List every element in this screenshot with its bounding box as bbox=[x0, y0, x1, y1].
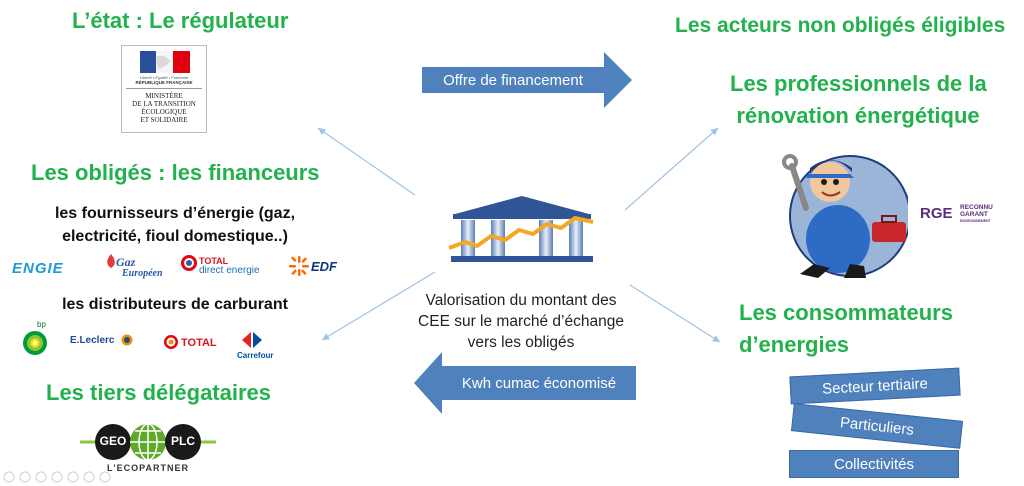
offre-financement-arrow: Offre de financement bbox=[443, 71, 583, 89]
french-flag-icon bbox=[140, 51, 190, 73]
ministere-line: MINISTÈRE bbox=[145, 92, 183, 100]
fournisseurs-line-2: electricité, fioul domestique..) bbox=[62, 228, 288, 245]
box-collectivites: Collectivités bbox=[789, 450, 959, 478]
kwh-cumac-arrow: Kwh cumac économisé bbox=[461, 374, 617, 392]
heading-consommateurs-line-1: Les consommateurs bbox=[739, 300, 953, 325]
engie-logo: ENGIE bbox=[12, 260, 64, 277]
connector-to-tiers bbox=[321, 271, 436, 341]
rge-line-2: GARANT bbox=[960, 211, 988, 218]
ministere-logo: Liberté • Égalité • Fraternité RÉPUBLIQU… bbox=[121, 45, 207, 133]
slide-controls[interactable] bbox=[2, 470, 142, 484]
market-temple-icon bbox=[448, 196, 594, 262]
bp-label: bp bbox=[37, 320, 46, 329]
heading-obliges: Les obligés : les financeurs bbox=[31, 160, 320, 185]
rge-line-3: ENVIRONNEMENT bbox=[960, 219, 991, 223]
more-icon bbox=[99, 471, 111, 483]
gaz-europeen-line-2: Européen bbox=[122, 268, 163, 279]
total-direct-line-2: direct energie bbox=[199, 265, 260, 276]
total-direct-energie-logo: TOTAL direct energie bbox=[199, 256, 260, 276]
leclerc-logo: E.Leclerc bbox=[70, 335, 115, 346]
ministere-line: DE LA TRANSITION bbox=[132, 100, 196, 108]
heading-consommateurs: Les consommateurs d’energies bbox=[739, 297, 953, 361]
ministere-line: ÉCOLOGIQUE bbox=[141, 108, 187, 116]
bp-helios-icon bbox=[23, 331, 47, 355]
valorisation-text: Valorisation du montant des CEE sur le m… bbox=[405, 290, 637, 353]
fournisseurs-text: les fournisseurs d’énergie (gaz, electri… bbox=[30, 202, 320, 248]
total-direct-energie-icon bbox=[181, 255, 197, 271]
carrefour-icon bbox=[242, 332, 262, 348]
plc-circle bbox=[165, 424, 201, 460]
connector-to-professionnels bbox=[624, 127, 719, 211]
total-icon bbox=[164, 335, 178, 349]
geo-plc-logo bbox=[80, 423, 216, 461]
valorisation-line-2: CEE sur le marché d’échange bbox=[418, 313, 624, 330]
gaz-europeen-flame-icon bbox=[107, 254, 115, 268]
total-direct-line-1: TOTAL bbox=[199, 256, 229, 266]
ministere-line: ET SOLIDAIRE bbox=[140, 116, 188, 124]
valorisation-line-3: vers les obligés bbox=[467, 334, 575, 351]
pen-icon bbox=[35, 471, 47, 483]
fournisseurs-line-1: les fournisseurs d’énergie (gaz, bbox=[54, 205, 296, 222]
heading-non-obliges: Les acteurs non obligés éligibles bbox=[675, 14, 1006, 37]
distributeurs-text: les distributeurs de carburant bbox=[62, 296, 288, 313]
total-logo: TOTAL bbox=[181, 337, 217, 349]
rge-line-1: RECONNU bbox=[960, 204, 993, 211]
plc-label: PLC bbox=[171, 434, 195, 448]
plumber-mascot-icon bbox=[782, 154, 908, 278]
heading-tiers: Les tiers délégataires bbox=[46, 380, 272, 405]
heading-consommateurs-line-2: d’energies bbox=[739, 332, 850, 357]
valorisation-line-1: Valorisation du montant des bbox=[425, 292, 617, 309]
ministere-republique: RÉPUBLIQUE FRANÇAISE bbox=[135, 80, 193, 85]
geo-plc-tagline: L'ECOPARTNER bbox=[107, 463, 189, 473]
heading-professionnels: Les professionnels de la rénovation éner… bbox=[730, 68, 987, 132]
leclerc-icon bbox=[121, 334, 133, 346]
next-slide-icon bbox=[19, 471, 31, 483]
slides-icon bbox=[51, 471, 63, 483]
prev-slide-icon bbox=[3, 471, 15, 483]
connector-to-consommateurs bbox=[629, 284, 721, 343]
gaz-europeen-line-1: Gaz bbox=[116, 255, 136, 269]
heading-etat: L’état : Le régulateur bbox=[72, 8, 289, 33]
heading-professionnels-line-2: rénovation énergétique bbox=[736, 103, 980, 128]
zoom-icon bbox=[67, 471, 79, 483]
gaz-europeen-logo: Gaz Européen bbox=[116, 255, 163, 279]
heading-professionnels-line-1: Les professionnels de la bbox=[730, 71, 987, 96]
connector-to-etat bbox=[317, 127, 416, 196]
rge-subtext: RECONNU GARANT ENVIRONNEMENT bbox=[960, 204, 993, 225]
edf-logo: EDF bbox=[311, 259, 337, 274]
carrefour-logo: Carrefour bbox=[237, 351, 274, 360]
captions-icon bbox=[83, 471, 95, 483]
geo-label: GEO bbox=[99, 434, 127, 448]
geo-circle bbox=[95, 424, 131, 460]
rge-logo: RGE bbox=[920, 205, 953, 222]
ministere-motto: Liberté • Égalité • Fraternité bbox=[139, 75, 189, 80]
edf-sun-icon bbox=[289, 256, 309, 276]
